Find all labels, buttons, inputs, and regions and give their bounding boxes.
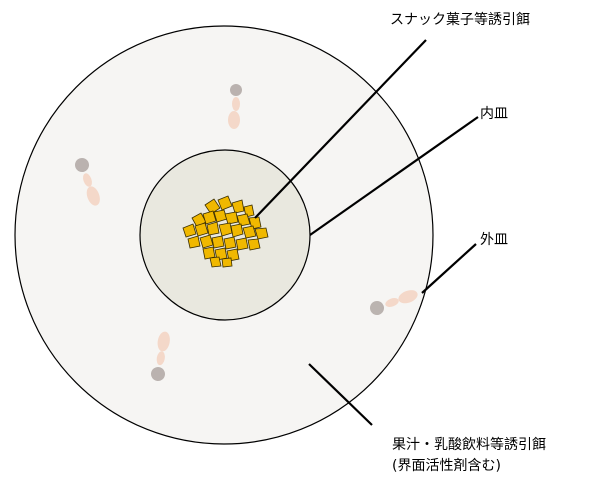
ant-1 — [228, 84, 242, 129]
inner-dish-label: 内皿 — [480, 106, 508, 122]
leader-line-juice-bait — [308, 363, 373, 426]
leader-line-snack-bait — [254, 39, 427, 219]
juice-bait-label: 果汁・乳酸飲料等誘引餌 — [392, 437, 546, 453]
snack-bait-pile — [182, 195, 269, 268]
juice-bait-note-label: (界面活性剤含む) — [392, 458, 501, 474]
ant-3 — [370, 290, 418, 315]
leader-line-outer-dish — [421, 243, 477, 294]
ant-4 — [151, 331, 170, 381]
snack-bait-label: スナック菓子等誘引餌 — [390, 12, 530, 28]
leader-line-inner-dish — [309, 116, 479, 236]
outer-dish-label: 外皿 — [480, 232, 508, 248]
ant-2 — [75, 158, 100, 206]
